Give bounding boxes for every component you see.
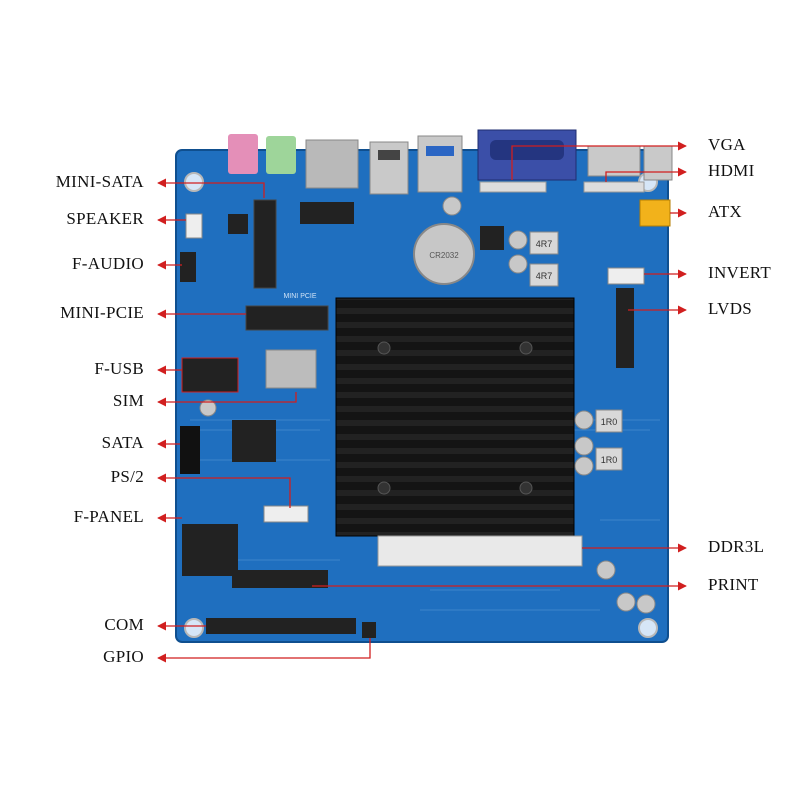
f-panel-header	[182, 524, 238, 576]
label-atx: ATX	[708, 202, 742, 221]
sim-slot	[265, 349, 317, 389]
f-audio-header	[180, 252, 196, 282]
inductor-label: 1R0	[601, 455, 618, 465]
chip	[300, 202, 354, 224]
chip	[232, 420, 276, 462]
speaker-header	[185, 213, 203, 239]
label-ddr3l: DDR3L	[708, 537, 765, 556]
label-com: COM	[104, 615, 144, 634]
capacitors	[199, 196, 656, 614]
print-header	[232, 570, 328, 588]
f-usb-header	[181, 357, 239, 393]
pointer-lines-right	[312, 141, 687, 591]
dc-jack	[643, 145, 673, 181]
label-print: PRINT	[708, 575, 759, 594]
hdmi-pointer	[605, 167, 687, 182]
label-vga: VGA	[708, 135, 746, 154]
label-invert: INVERT	[708, 263, 772, 282]
sim-pointer	[157, 392, 297, 407]
battery-mark: CR2032	[429, 251, 459, 260]
mini-sata-pointer	[157, 178, 265, 198]
label-mini-pcie: MINI-PCIE	[60, 303, 144, 322]
sata-port	[180, 426, 200, 474]
label-gpio: GPIO	[103, 647, 144, 666]
usb3-port	[417, 135, 463, 193]
gpio-header	[362, 622, 376, 638]
chip	[480, 226, 504, 250]
atx-connector	[639, 199, 671, 227]
ps2-header	[263, 505, 309, 523]
label-sata: SATA	[101, 433, 144, 452]
label-sim: SIM	[112, 391, 144, 410]
com-headers	[206, 618, 356, 634]
ethernet-port	[305, 139, 359, 189]
label-ps2: PS/2	[110, 467, 144, 486]
hdmi-header	[583, 181, 645, 193]
ps2-pointer	[157, 473, 291, 508]
inductor-label: 1R0	[601, 417, 618, 427]
ddr3l-slot	[377, 535, 583, 567]
invert-connector	[607, 267, 645, 285]
inductor-label: 4R7	[536, 271, 553, 281]
usb2-port	[369, 141, 409, 195]
vga-pointer	[511, 141, 687, 180]
audio-jack-green	[266, 136, 296, 174]
mini-pcie-slot	[245, 305, 329, 331]
chip	[228, 214, 248, 234]
heatsink	[335, 297, 575, 537]
inductor-label: 4R7	[536, 239, 553, 249]
label-mini-sata: MINI-SATA	[55, 172, 144, 191]
rear-header	[479, 181, 547, 193]
cmos-battery	[413, 223, 475, 285]
label-f-panel: F-PANEL	[73, 507, 144, 526]
slot-mark: MINI PCIE	[283, 293, 316, 300]
label-f-audio: F-AUDIO	[72, 254, 144, 273]
mini-sata-slot	[253, 199, 277, 289]
gpio-pointer	[157, 638, 371, 663]
label-lvds: LVDS	[708, 299, 753, 318]
heatsink-screws	[377, 341, 533, 495]
audio-jack-pink	[228, 134, 258, 174]
label-hdmi: HDMI	[708, 161, 755, 180]
label-f-usb: F-USB	[94, 359, 144, 378]
lvds-connector	[616, 288, 634, 368]
label-speaker: SPEAKER	[66, 209, 144, 228]
pointer-lines-left	[157, 178, 371, 663]
